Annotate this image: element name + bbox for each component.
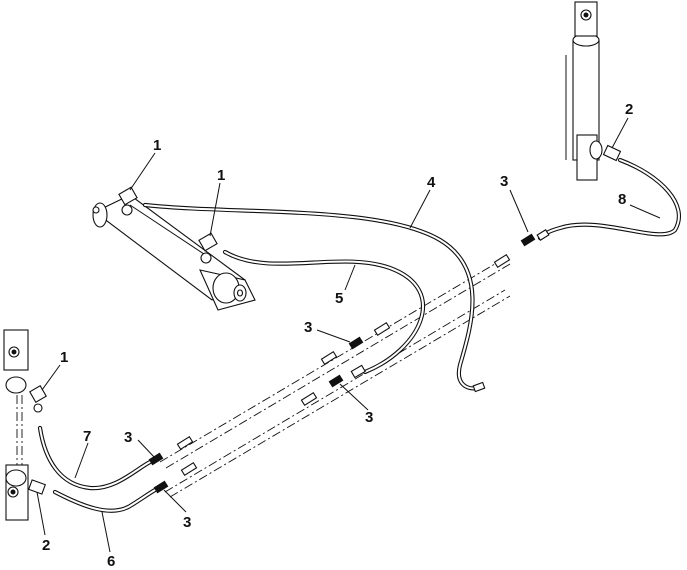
callout-3-middle-union-lower: 3 — [365, 409, 373, 426]
hose-5 — [222, 249, 425, 375]
hose-7 — [37, 425, 153, 491]
callout-4-hose: 4 — [427, 174, 436, 191]
callout-8-hose: 8 — [618, 191, 626, 208]
callout-3-lower-union-upper: 3 — [124, 429, 132, 446]
callout-1-lower-left-fitting: 1 — [60, 349, 68, 366]
cylinder-lower-left — [3, 329, 29, 521]
callout-3-upper-right-union: 3 — [500, 173, 508, 190]
callout-1-cylinder-rod-fitting: 1 — [217, 167, 225, 184]
callout-2-upper-right-fitting: 2 — [625, 101, 633, 118]
callout-2-lower-left-fitting: 2 — [42, 537, 50, 554]
callout-labels: 1 1 1 2 2 3 3 3 3 3 4 5 6 7 8 — [42, 101, 633, 570]
cylinder-upper-right — [565, 1, 603, 181]
hose-6 — [52, 487, 158, 513]
callout-7-hose: 7 — [83, 428, 91, 445]
tube-lines — [16, 40, 581, 498]
callout-3-lower-union-lower: 3 — [183, 514, 191, 531]
callout-1-cylinder-left-fitting: 1 — [153, 137, 161, 154]
callout-5-hose: 5 — [335, 290, 343, 307]
hose-8 — [537, 157, 682, 241]
callout-6-hose: 6 — [107, 553, 115, 570]
callout-3-middle-union-upper: 3 — [304, 319, 312, 336]
cylinder-center-left — [92, 194, 256, 311]
hose-4 — [142, 202, 481, 391]
leader-lines — [36, 117, 661, 553]
fittings — [28, 144, 622, 495]
